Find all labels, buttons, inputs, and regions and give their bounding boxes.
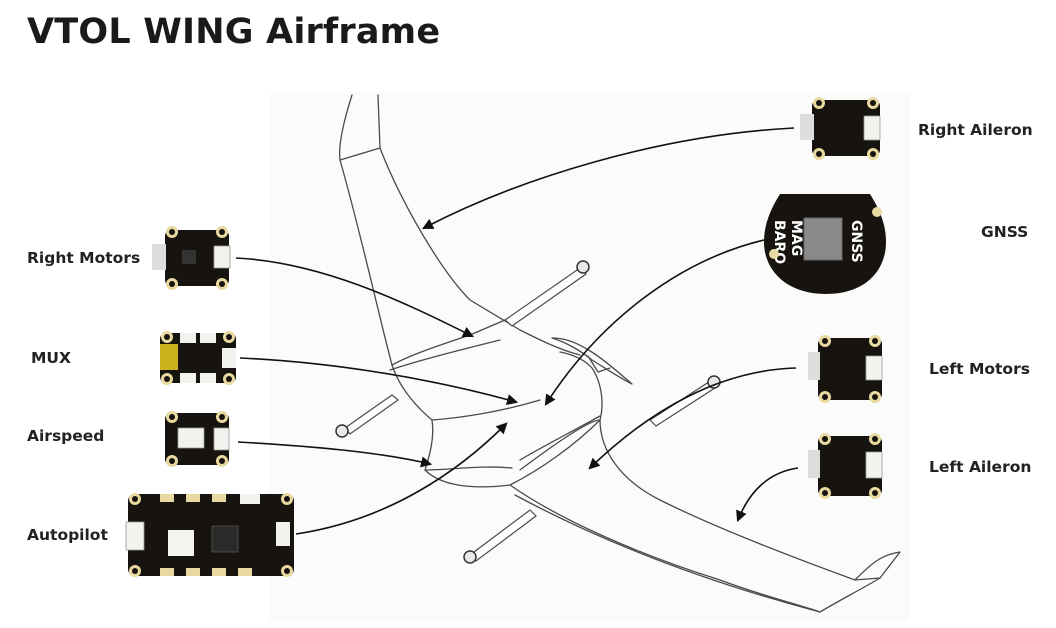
label-right-motors: Right Motors [27,249,141,267]
page-title: VTOL WING Airframe [27,12,441,52]
label-gnss: GNSS [981,223,1029,241]
arrow-autopilot [295,422,508,535]
left-aileron-board [808,433,883,499]
label-right-aileron: Right Aileron [918,121,1033,139]
autopilot-board [125,493,294,577]
label-left-aileron: Left Aileron [929,458,1032,476]
gnss-board-gnss-text: GNSS [848,220,864,263]
connection-arrows [235,127,799,535]
wing-outline [338,94,901,613]
motor-mount-right-front [576,260,590,274]
arrow-mux [239,357,519,405]
motor-mount-right-rear [335,424,349,438]
airspeed-board [165,411,230,467]
arrow-right-aileron [422,127,795,230]
motor-mount-left-rear [463,550,477,564]
arrow-right-motors [235,257,475,338]
label-mux: MUX [31,349,71,367]
label-autopilot: Autopilot [27,526,108,544]
left-motors-board [808,335,883,403]
arrow-left-motors [588,367,797,470]
gnss-board-mag-text: MAG [788,220,804,256]
arrow-gnss [544,239,765,406]
label-airspeed: Airspeed [27,427,105,445]
mux-board [160,331,236,385]
label-left-motors: Left Motors [929,360,1030,378]
gnss-board: MAG BARO GNSS [764,194,886,294]
arrow-airspeed [237,441,433,468]
right-wing [338,94,581,366]
right-motors-board [152,226,231,290]
motor-mounts [335,260,721,564]
right-aileron-board [800,97,881,160]
motor-booms [344,267,719,562]
airframe-panel [270,92,910,622]
arrow-left-aileron [736,467,799,523]
nose [551,337,633,385]
